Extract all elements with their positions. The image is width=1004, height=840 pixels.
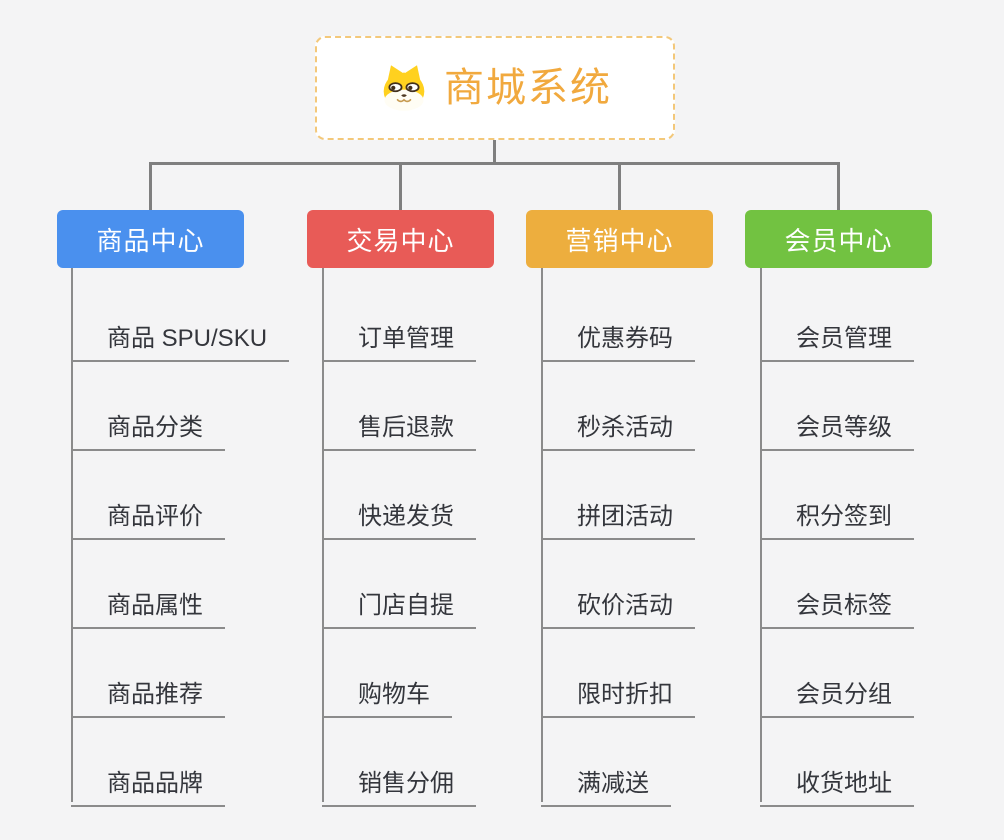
child-node-product-spu-sku[interactable]: 商品 SPU/SKU [71,305,290,362]
branch-node-product-center[interactable]: 商品中心 [57,210,244,268]
child-node-product-review[interactable]: 商品评价 [71,483,225,540]
child-node-express-delivery[interactable]: 快递发货 [322,483,476,540]
child-node-member-tag[interactable]: 会员标签 [760,572,914,629]
child-node-aftersale-refund[interactable]: 售后退款 [322,394,476,451]
connector-drop-product [149,162,152,210]
branch-trunk-marketing [541,268,543,802]
child-node-product-recommend[interactable]: 商品推荐 [71,661,225,718]
child-node-member-group[interactable]: 会员分组 [760,661,914,718]
child-node-store-pickup[interactable]: 门店自提 [322,572,476,629]
root-title: 商城系统 [444,66,612,110]
child-node-product-category[interactable]: 商品分类 [71,394,225,451]
branch-node-marketing-center[interactable]: 营销中心 [526,210,713,268]
child-node-limited-time-discount[interactable]: 限时折扣 [541,661,695,718]
branch-trunk-trade [322,268,324,802]
connector-horizontal-bar [149,162,840,165]
root-node[interactable]: 商城系统 [315,36,675,140]
child-node-points-checkin[interactable]: 积分签到 [760,483,914,540]
branch-trunk-member [760,268,762,802]
shiba-dog-icon [378,62,430,114]
connector-drop-member [837,162,840,210]
child-node-full-reduction[interactable]: 满减送 [541,750,671,807]
child-node-shopping-cart[interactable]: 购物车 [322,661,452,718]
child-node-group-buy[interactable]: 拼团活动 [541,483,695,540]
child-node-coupon-code[interactable]: 优惠券码 [541,305,695,362]
branch-node-member-center[interactable]: 会员中心 [745,210,932,268]
child-node-sales-commission[interactable]: 销售分佣 [322,750,476,807]
child-node-member-management[interactable]: 会员管理 [760,305,914,362]
branch-node-trade-center[interactable]: 交易中心 [307,210,494,268]
child-node-member-level[interactable]: 会员等级 [760,394,914,451]
child-node-product-brand[interactable]: 商品品牌 [71,750,225,807]
connector-drop-trade [399,162,402,210]
child-node-shipping-address[interactable]: 收货地址 [760,750,914,807]
connector-drop-marketing [618,162,621,210]
child-node-bargain-activity[interactable]: 砍价活动 [541,572,695,629]
branch-trunk-product [71,268,73,802]
connector-root-stem [493,140,496,164]
child-node-flash-sale[interactable]: 秒杀活动 [541,394,695,451]
child-node-product-attribute[interactable]: 商品属性 [71,572,225,629]
child-node-order-management[interactable]: 订单管理 [322,305,476,362]
